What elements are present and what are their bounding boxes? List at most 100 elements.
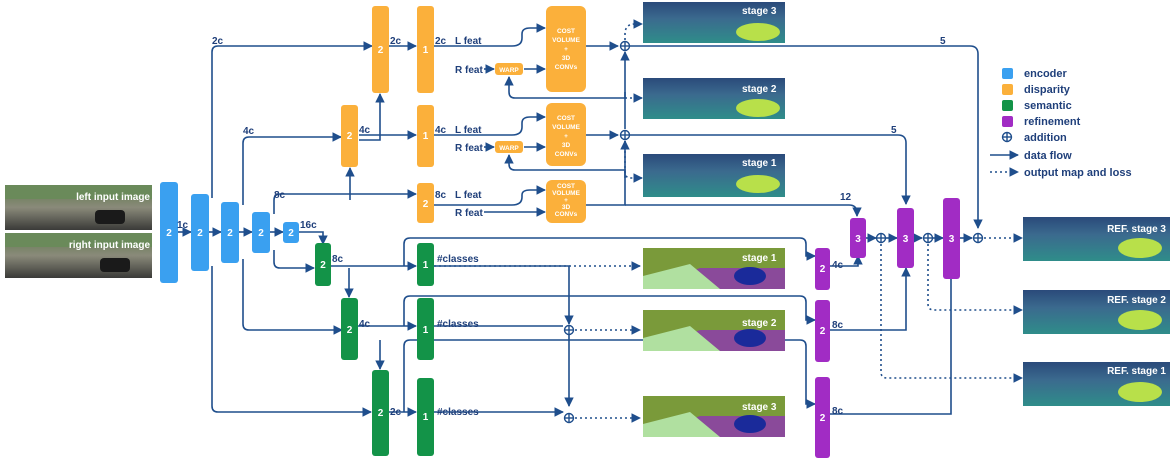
svg-text:VOLUME: VOLUME: [552, 124, 580, 131]
semantic-conv-block: 1: [417, 298, 434, 360]
semantic-up-block: 2: [315, 243, 331, 286]
disparity-conv-block: 2: [417, 183, 434, 223]
svg-text:3D: 3D: [562, 204, 571, 211]
in-channels-label: 12: [840, 192, 852, 203]
legend-semantic: semantic: [1024, 100, 1072, 112]
addition-icon: [619, 129, 631, 141]
in-channels-label: 5: [891, 125, 897, 136]
semantic-map-stage2: stage 2: [643, 310, 785, 351]
classes-label: #classes: [437, 407, 479, 418]
svg-text:1: 1: [423, 260, 429, 271]
warp-block: WARP: [495, 141, 523, 153]
svg-text:2: 2: [378, 45, 384, 56]
classes-label: #classes: [437, 254, 479, 265]
svg-text:CONVs: CONVs: [555, 151, 578, 158]
left-input-label: left input image: [76, 192, 150, 203]
refinement-down-block: 2: [815, 377, 830, 458]
addition-icon: [972, 232, 984, 244]
svg-text:stage 1: stage 1: [742, 253, 777, 264]
addition-icon: [922, 232, 934, 244]
legend-data-flow: data flow: [1024, 150, 1072, 162]
svg-text:stage 3: stage 3: [742, 402, 777, 413]
encoder-block: 2: [191, 194, 209, 271]
addition-nodes: [563, 40, 984, 424]
r-feat-label: R feat: [455, 143, 483, 154]
ch-label: 4c: [435, 125, 447, 136]
refine-block: 3: [943, 198, 960, 279]
svg-text:WARP: WARP: [499, 145, 519, 152]
ch-label: 2c: [390, 407, 402, 418]
addition-icon: [875, 232, 887, 244]
addition-icon: [563, 412, 575, 424]
legend-encoder-swatch: [1002, 68, 1013, 79]
svg-text:2: 2: [820, 413, 826, 424]
ch-label: 8c: [274, 190, 286, 201]
ch-label: 4c: [243, 126, 255, 137]
disparity-up-block: 2: [372, 6, 389, 93]
ch-label: 16c: [300, 220, 317, 231]
svg-text:2: 2: [820, 264, 826, 275]
legend: encoder disparity semantic refinement ad…: [1001, 68, 1132, 179]
refined-map-stage2: REF. stage 2: [1023, 290, 1170, 334]
svg-text:3: 3: [949, 234, 955, 245]
disparity-conv-block: 1: [417, 6, 434, 93]
svg-text:2: 2: [227, 228, 233, 239]
refine-block: 3: [850, 218, 866, 258]
connections: [178, 23, 1019, 417]
disparity-map-stage2: stage 2: [643, 78, 785, 119]
refinement: 2 2 2 4c 8c 8c 3 3 3 12 5 5: [815, 36, 960, 458]
ch-label: 8c: [332, 254, 344, 265]
svg-text:2: 2: [166, 228, 172, 239]
semantic-conv-block: 1: [417, 243, 434, 286]
legend-encoder: encoder: [1024, 68, 1068, 80]
svg-text:2: 2: [258, 228, 264, 239]
semantic-map-stage1: stage 1: [643, 248, 785, 289]
svg-text:VOLUME: VOLUME: [552, 190, 580, 197]
svg-text:2: 2: [197, 228, 203, 239]
semantic-up-block: 2: [341, 298, 358, 360]
semantic-up-block: 2: [372, 370, 389, 456]
cost-volume-block: COST VOLUME + 3D CONVs: [546, 180, 586, 223]
cost-volume-block: COST VOLUME + 3D CONVs: [546, 103, 586, 166]
ch-label: 4c: [359, 319, 371, 330]
svg-text:2: 2: [288, 228, 294, 239]
ch-label: 2c: [390, 36, 402, 47]
svg-text:2: 2: [378, 408, 384, 419]
encoder-block: 2: [221, 202, 239, 263]
right-input-image: right input image: [5, 233, 152, 278]
l-feat-label: L feat: [455, 125, 482, 136]
svg-text:REF. stage 3: REF. stage 3: [1107, 224, 1166, 235]
addition-icon: [1001, 131, 1013, 143]
semantic: 2 2 2 1 1 1 8c 4c 2c #classes #classes #…: [315, 243, 479, 456]
output-lines: [434, 19, 1023, 423]
svg-text:REF. stage 1: REF. stage 1: [1107, 366, 1166, 377]
svg-text:3: 3: [903, 234, 909, 245]
svg-text:2: 2: [347, 325, 353, 336]
ch-label: 2c: [435, 36, 447, 47]
refinement-down-block: 2: [815, 300, 830, 362]
legend-disparity: disparity: [1024, 84, 1071, 96]
svg-text:1: 1: [423, 45, 429, 56]
refined-map-stage1: REF. stage 1: [1023, 362, 1170, 406]
semantic-conv-block: 1: [417, 378, 434, 456]
legend-addition: addition: [1024, 132, 1067, 144]
svg-text:stage 2: stage 2: [742, 318, 777, 329]
svg-text:2: 2: [423, 199, 429, 210]
legend-semantic-swatch: [1002, 100, 1013, 111]
ch-label: 4c: [832, 260, 844, 271]
ch-label: 8c: [832, 320, 844, 331]
svg-text:REF. stage 2: REF. stage 2: [1107, 295, 1166, 306]
legend-refinement: refinement: [1024, 116, 1081, 128]
legend-output-map: output map and loss: [1024, 167, 1132, 179]
left-input-image: left input image: [5, 185, 152, 230]
semantic-outputs: stage 1 stage 2 stage 3: [643, 248, 785, 437]
warp-block: WARP: [495, 63, 523, 75]
svg-text:1: 1: [423, 325, 429, 336]
ch-label: 8c: [435, 190, 447, 201]
svg-text:2: 2: [347, 131, 353, 142]
svg-text:WARP: WARP: [499, 67, 519, 74]
legend-disparity-swatch: [1002, 84, 1013, 95]
svg-text:CONVs: CONVs: [555, 211, 578, 218]
refined-outputs: REF. stage 3 REF. stage 2 REF. stage 1: [1023, 217, 1170, 406]
